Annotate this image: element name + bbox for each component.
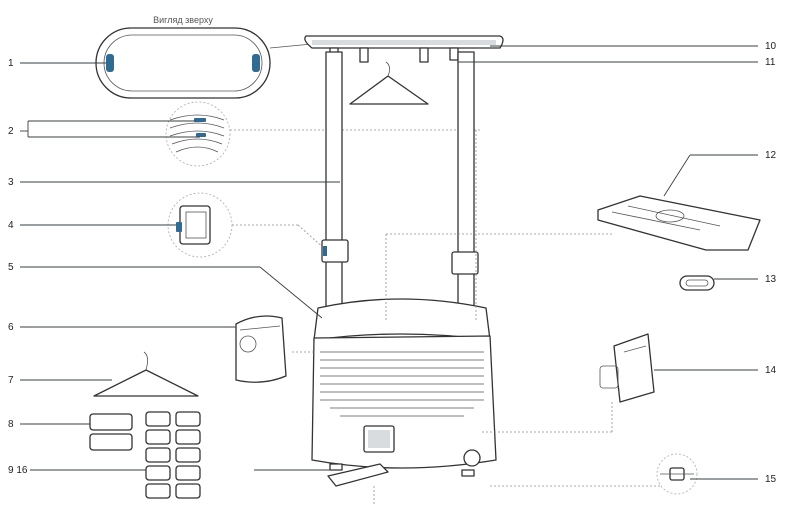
- label-7: 7: [8, 375, 14, 386]
- zoom-detail-collar: [165, 101, 480, 167]
- label-12: 12: [765, 150, 777, 161]
- leader-lines: [20, 45, 758, 480]
- label-9-16: 9 16: [8, 465, 28, 476]
- steam-head-illustration: [599, 333, 655, 403]
- top-view-title: Вигляд зверху: [153, 15, 213, 25]
- label-1: 1: [8, 58, 14, 69]
- label-11: 11: [765, 57, 776, 68]
- zoom-detail-wheel: [656, 453, 698, 495]
- gasket-illustration: [679, 275, 715, 291]
- label-5: 5: [8, 262, 14, 273]
- label-2: 2: [8, 126, 14, 137]
- clips-illustration: [89, 411, 201, 499]
- label-10: 10: [765, 41, 777, 52]
- label-4: 4: [8, 220, 14, 231]
- label-6: 6: [8, 322, 14, 333]
- label-3: 3: [8, 177, 14, 188]
- label-13: 13: [765, 274, 777, 285]
- drip-mat-illustration: [597, 195, 761, 251]
- hanger-illustration: [93, 351, 199, 397]
- steamer-main-unit: [292, 35, 660, 504]
- zoom-detail-clip: [167, 192, 327, 258]
- top-view-illustration: [95, 27, 313, 99]
- label-8: 8: [8, 419, 14, 430]
- water-tank-illustration: [235, 315, 287, 383]
- label-14: 14: [765, 365, 777, 376]
- part-number-labels: 1 2 3 4 5 6 7 8 9 16 10 11 12 13 14 15: [8, 41, 777, 485]
- label-15: 15: [765, 474, 777, 485]
